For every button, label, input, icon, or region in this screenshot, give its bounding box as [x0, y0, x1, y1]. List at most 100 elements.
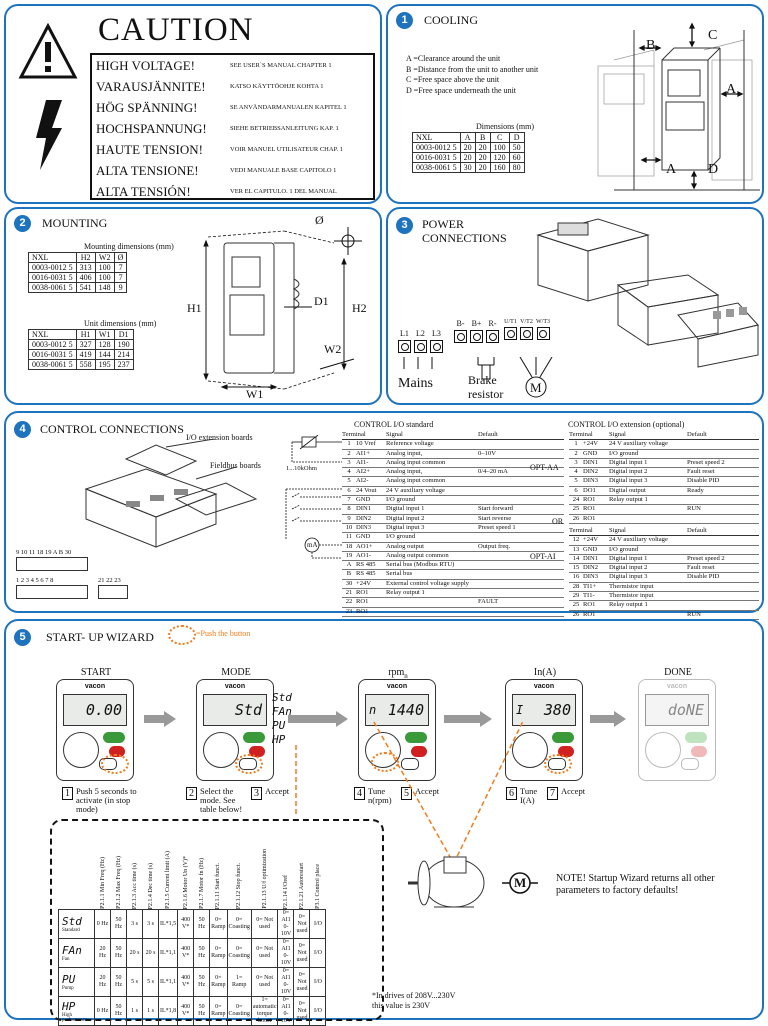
- start-button[interactable]: [685, 732, 707, 743]
- column-header: P2.1.6 Motor Un (V)*: [178, 825, 194, 910]
- start-button[interactable]: [103, 732, 125, 743]
- table-cell: 144: [94, 349, 115, 360]
- io-cell: 5: [347, 477, 351, 485]
- rotated-header-text: P2.1.1 Min Freq (Hz): [99, 857, 106, 909]
- io-cell: GND: [583, 449, 598, 457]
- mode-code: FAn: [62, 944, 82, 957]
- rotated-header-text: P2.1.7 Motor fn (Hz): [198, 858, 205, 909]
- mounting-label-w2: W2: [324, 342, 342, 356]
- parameter-value: 400 V*: [177, 938, 195, 968]
- navigation-wheel[interactable]: [512, 732, 548, 768]
- parameter-value: 50 Hz: [110, 967, 127, 997]
- mode-name: Pump: [62, 986, 74, 991]
- io-cell: +24V: [356, 579, 372, 587]
- column-header: D: [508, 132, 525, 143]
- stop-button[interactable]: [249, 746, 265, 757]
- io-cell: Fault reset: [687, 468, 715, 476]
- column-header: P2.1.7 Motor fn (Hz): [194, 825, 210, 910]
- step-text: Accept: [265, 786, 290, 796]
- cooling-label-c: C: [708, 28, 718, 43]
- parameter-value: 0= Not used: [293, 967, 311, 997]
- io-cell: RUN: [687, 505, 701, 513]
- navigation-wheel[interactable]: [645, 732, 681, 768]
- enter-button[interactable]: [681, 758, 699, 770]
- stop-button[interactable]: [411, 746, 427, 757]
- table-cell: 160: [489, 162, 510, 173]
- screw-terminal-icon: [414, 340, 427, 353]
- io-cell: 13: [572, 545, 580, 553]
- io-cell: Digital input 2: [609, 468, 648, 476]
- io-column-header: Signal: [609, 527, 626, 534]
- display-value: 380: [543, 701, 571, 719]
- stop-button[interactable]: [691, 746, 707, 757]
- io-cell: DO1: [583, 486, 596, 494]
- io-cell: Start reverse: [478, 514, 512, 522]
- stop-button[interactable]: [109, 746, 125, 757]
- table-cell: 541: [75, 282, 96, 293]
- start-button[interactable]: [552, 732, 574, 743]
- cooling-title: COOLING: [424, 13, 478, 27]
- io-cell: 24 V auxiliary voltage: [386, 486, 445, 494]
- io-cell: DIN3: [583, 477, 599, 485]
- table-cell: 20: [459, 142, 476, 153]
- cooling-definition: B =Distance from the unit to another uni…: [406, 64, 539, 74]
- table-cell: 0016-0031 5: [28, 272, 77, 283]
- fieldbus-label: Fieldbus boards: [210, 461, 261, 470]
- io-cell: Digital input 1: [609, 554, 648, 562]
- rotated-header-text: P2.1.4 Dec time (s): [147, 862, 154, 910]
- io-standard-title: CONTROL I/O standard: [354, 420, 434, 429]
- screw-icon: [472, 332, 481, 341]
- parameter-value: 5 s: [142, 967, 159, 997]
- wizard-step-title: DONE: [648, 667, 708, 678]
- table-cell: 128: [94, 339, 115, 350]
- opt-aa-label: OPT-AA: [530, 463, 559, 472]
- display-prefix: n: [369, 703, 377, 717]
- parameter-value: 0= Not used: [293, 909, 311, 939]
- io-cell: Serial bus: [386, 570, 413, 578]
- warning-row: VARAUSJÄNNITE!KATSO KÄYTTÖOHJE KOHTA 1: [96, 77, 376, 98]
- io-cell: Preset speed 2: [687, 458, 725, 466]
- terminal-label: U/T1: [504, 319, 517, 325]
- io-cell: AO1+: [356, 542, 373, 550]
- wizard-step-title: START: [66, 667, 126, 678]
- io-column-header: Terminal: [569, 527, 593, 534]
- power-title-line2: CONNECTIONS: [422, 231, 507, 245]
- parameter-value: 0= AI1 0-10V: [277, 909, 295, 939]
- opt-ai-label: OPT-AI: [530, 552, 556, 561]
- io-cell: [609, 505, 687, 513]
- brand-label: vacon: [666, 683, 688, 690]
- navigation-wheel[interactable]: [203, 732, 239, 768]
- io-cell: 6: [347, 486, 351, 494]
- navigation-wheel[interactable]: [63, 732, 99, 768]
- step-number: 3: [251, 787, 262, 800]
- motor-symbol-label: M: [514, 875, 527, 890]
- power-terminal: L1: [398, 329, 411, 353]
- enter-button[interactable]: [401, 758, 419, 770]
- stop-button[interactable]: [558, 746, 574, 757]
- start-button[interactable]: [405, 732, 427, 743]
- start-button[interactable]: [243, 732, 265, 743]
- motor-symbol: M: [530, 380, 542, 395]
- potentiometer-label: 1...10kOhm: [286, 465, 317, 472]
- caution-panel: CAUTION HIGH VOLTAGE!SEE USER`S MANUAL C…: [4, 4, 382, 204]
- mode-name: Fan: [62, 957, 70, 962]
- control-title: CONTROL CONNECTIONS: [40, 422, 184, 436]
- power-terminal: U/T1: [504, 319, 517, 340]
- io-cell: DIN2: [583, 468, 599, 476]
- parameter-value: 50 Hz: [193, 967, 211, 997]
- wizard-title: START- UP WIZARD: [46, 630, 154, 644]
- io-cell: 1: [347, 440, 351, 448]
- io-cell: RO1: [356, 589, 369, 597]
